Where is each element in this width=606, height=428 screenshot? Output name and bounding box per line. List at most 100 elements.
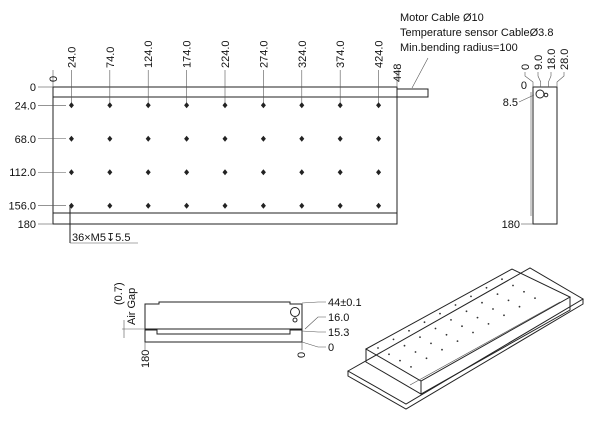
mounting-hole [260, 135, 266, 142]
mounting-hole [376, 169, 382, 176]
x-dim-label-24.0: 24.0 [66, 47, 78, 68]
y-dim-label-112.0: 112.0 [9, 167, 36, 179]
x-dim-label-224.0: 224.0 [220, 40, 232, 68]
iso-base-top [346, 267, 584, 405]
mounting-hole [299, 169, 305, 176]
side-x-dim-line [548, 72, 552, 87]
leader-16 [304, 316, 326, 330]
mounting-hole [107, 202, 113, 209]
iso-hole [450, 319, 452, 321]
dim-0: 0 [328, 342, 334, 354]
iso-hole [501, 278, 503, 281]
front-view: 44±0.1 16.0 15.3 0 180 0 (0.7) Air Gap [113, 282, 362, 368]
iso-hole [472, 331, 474, 334]
air-gap-value: (0.7) [113, 282, 125, 305]
cable-note-line-2: Temperature sensor CableØ3.8 [400, 27, 553, 39]
side-outline [532, 86, 558, 225]
hole-note: 36×M5↧5.5 [72, 232, 130, 244]
cable-leader [411, 57, 429, 89]
iso-hole [465, 310, 468, 313]
y-dim-label-0: 0 [30, 82, 36, 94]
side-dim-y-0: 0 [521, 80, 527, 92]
mounting-hole [145, 169, 151, 176]
iso-hole [377, 347, 379, 349]
iso-hole [439, 312, 441, 315]
x-dim-label-374.0: 374.0 [335, 40, 347, 68]
mounting-hole [337, 135, 343, 142]
iso-hole [445, 333, 448, 336]
mounting-hole [107, 135, 113, 142]
leader-44 [301, 301, 326, 304]
motor-cable-circle [535, 89, 545, 99]
side-x-dim-label-28.0: 28.0 [559, 49, 571, 70]
iso-hole [430, 342, 432, 345]
dim-16: 16.0 [328, 312, 349, 324]
iso-rail [409, 301, 561, 386]
leader-0 [301, 341, 326, 348]
iso-hole [425, 357, 428, 360]
iso-hole [534, 297, 536, 299]
mounting-hole [145, 135, 151, 142]
mounting-hole [222, 135, 228, 142]
mounting-hole [184, 102, 190, 109]
iso-hole [414, 351, 417, 353]
mounting-hole [299, 135, 305, 142]
mounting-hole [376, 202, 382, 209]
iso-hole [454, 304, 457, 306]
side-x-dim-label-9.0: 9.0 [533, 55, 545, 70]
dim-44: 44±0.1 [328, 297, 362, 309]
iso-hole [388, 353, 390, 356]
mounting-hole [68, 102, 74, 109]
isometric-view [346, 267, 584, 410]
mounting-hole [260, 102, 266, 109]
y-dim-label-24.0: 24.0 [15, 100, 36, 112]
dim-0-width: 0 [296, 352, 308, 358]
x-dim-label-124.0: 124.0 [143, 40, 155, 68]
mounting-hole [337, 102, 343, 109]
side-x-dim-line [537, 72, 542, 87]
side-dim-y-8.5: 8.5 [503, 97, 518, 109]
leader-15.3 [301, 330, 326, 333]
iso-hole [456, 340, 459, 342]
mounting-hole [222, 202, 228, 209]
iso-hole [410, 366, 412, 368]
cable-outlet [396, 88, 429, 98]
mounting-hole [184, 135, 190, 142]
mounting-hole [299, 202, 305, 209]
iso-carriage-side [365, 297, 571, 395]
iso-hole [492, 308, 494, 310]
iso-hole [523, 290, 525, 293]
mounting-hole [337, 169, 343, 176]
mounting-hole [260, 202, 266, 209]
iso-hole [392, 338, 395, 341]
x-dim-label-324.0: 324.0 [297, 40, 309, 68]
iso-base-side [347, 299, 584, 410]
iso-hole [399, 359, 401, 362]
mounting-hole [184, 169, 190, 176]
mounting-hole [337, 202, 343, 209]
mounting-hole [145, 202, 151, 209]
mounting-hole [68, 169, 74, 176]
side-dim-y-180: 180 [502, 219, 520, 231]
cable-note-line-3: Min.bending radius=100 [400, 42, 518, 54]
iso-hole [512, 284, 514, 287]
x-dim-label-174.0: 174.0 [182, 40, 194, 68]
side-x-dim-line [556, 72, 565, 87]
mounting-hole [222, 102, 228, 109]
y-dim-label-156.0: 156.0 [8, 201, 36, 213]
iso-hole [403, 344, 406, 347]
dim-15.3: 15.3 [328, 327, 349, 339]
iso-hole [518, 305, 521, 308]
iso-hole [408, 329, 410, 332]
mounting-hole [222, 169, 228, 176]
iso-hole [441, 348, 443, 351]
iso-hole [476, 316, 479, 319]
x-dim-label-424.0: 424.0 [374, 40, 386, 68]
mounting-hole [299, 102, 305, 109]
iso-hole [507, 299, 510, 302]
carriage-section [144, 301, 303, 330]
mounting-hole [107, 169, 113, 176]
